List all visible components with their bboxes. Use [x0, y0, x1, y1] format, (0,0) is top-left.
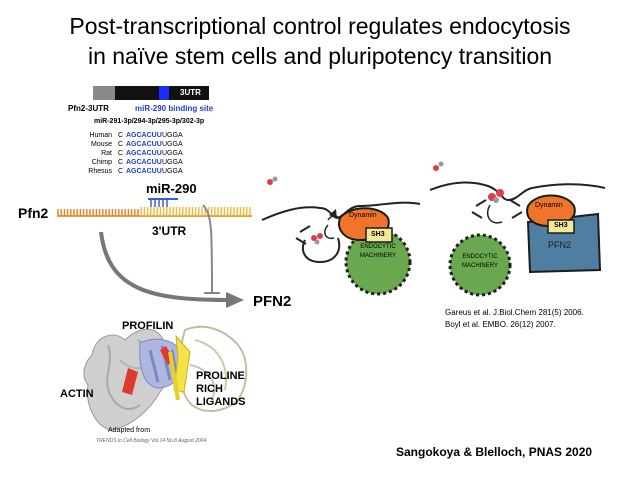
seed-sequence: AGCACUU [126, 150, 162, 157]
seq-suffix: UGGA [162, 150, 183, 157]
seq-suffix: UGGA [162, 168, 183, 175]
seq-suffix: UGGA [162, 132, 183, 139]
seed-sequence: AGCACUU [126, 168, 162, 175]
seq-suffix: UGGA [162, 159, 183, 166]
seed-sequence: AGCACUU [126, 132, 162, 139]
utr-gene-bar [93, 86, 209, 100]
species-name: Chimp [91, 159, 112, 166]
mirna-label: miR-290 [146, 181, 197, 196]
machinery-label-1: ENDOCYTIC MACHINERY [352, 243, 404, 261]
seq-prefix: C [118, 168, 124, 175]
species-name: Rat [101, 150, 112, 157]
title-line-1: Post-transcriptional control regulates e… [69, 13, 571, 39]
sh3-label-2: SH3 [554, 222, 568, 229]
ligands-label: PROLINE RICH LIGANDS [196, 370, 246, 409]
ligands-line-3: LIGANDS [196, 396, 246, 408]
endocytosis-panel-2 [429, 161, 606, 297]
citation: Sangokoya & Blelloch, PNAS 2020 [396, 445, 593, 459]
dynamin-label-2: Dynamin [535, 202, 563, 209]
utr-label: 3'UTR [152, 224, 187, 238]
machinery-label-2: ENDOCYTIC MACHINERY [454, 253, 506, 271]
seq-prefix: C [118, 159, 124, 166]
seq-suffix: UGGA [162, 141, 183, 148]
actin-label: ACTIN [60, 388, 94, 400]
machinery-2-line-1: ENDOCYTIC [462, 254, 498, 260]
utr-bar-label: 3UTR [180, 88, 201, 97]
binding-header-gene: Pfn2-3UTR [68, 104, 109, 113]
protein-label: PFN2 [253, 293, 292, 310]
reference-2: Boyl et al. EMBO. 26(12) 2007. [445, 320, 556, 329]
mirna-290-duplex [148, 198, 178, 207]
machinery-2-line-2: MACHINERY [462, 263, 498, 269]
gene-label: Pfn2 [18, 205, 49, 221]
seed-sequence: AGCACUU [126, 141, 162, 148]
ligands-line-2: RICH [196, 383, 223, 395]
sh3-label-1: SH3 [371, 231, 385, 238]
translation-arrow [99, 231, 229, 302]
pfn2-mrna [57, 207, 252, 217]
binding-mirna-list: miR-291-3p/294-3p/295-3p/302-3p [94, 118, 205, 125]
endocytosis-panel-1 [261, 176, 421, 296]
profilin-label: PROFILIN [122, 320, 174, 332]
seq-prefix: C [118, 150, 124, 157]
seq-prefix: C [118, 132, 124, 139]
credit-line-1: Adapted from [108, 427, 151, 434]
species-name: Human [89, 132, 112, 139]
pfn2-box-label: PFN2 [548, 240, 572, 250]
translation-arrowhead [226, 292, 244, 308]
reference-1: Gareus et al. J.Biol.Chem 281(5) 2006. [445, 308, 584, 317]
ligands-line-1: PROLINE [196, 370, 245, 382]
dynamin-label-1: Dynamin [349, 212, 377, 219]
species-name: Rhesus [88, 168, 112, 175]
binding-header-site: miR-290 binding site [135, 104, 214, 113]
seed-sequence: AGCACUU [126, 159, 162, 166]
machinery-1-line-2: MACHINERY [360, 253, 396, 259]
credit-line-2: TRENDS in Cell Biology Vol.14 No.8 Augus… [96, 438, 207, 444]
profilin-actin-structure [83, 325, 248, 431]
seq-prefix: C [118, 141, 124, 148]
repression-line [202, 204, 213, 293]
title-line-2: in naïve stem cells and pluripotency tra… [87, 43, 553, 69]
species-name: Mouse [90, 141, 112, 148]
machinery-1-line-1: ENDOCYTIC [360, 244, 396, 250]
